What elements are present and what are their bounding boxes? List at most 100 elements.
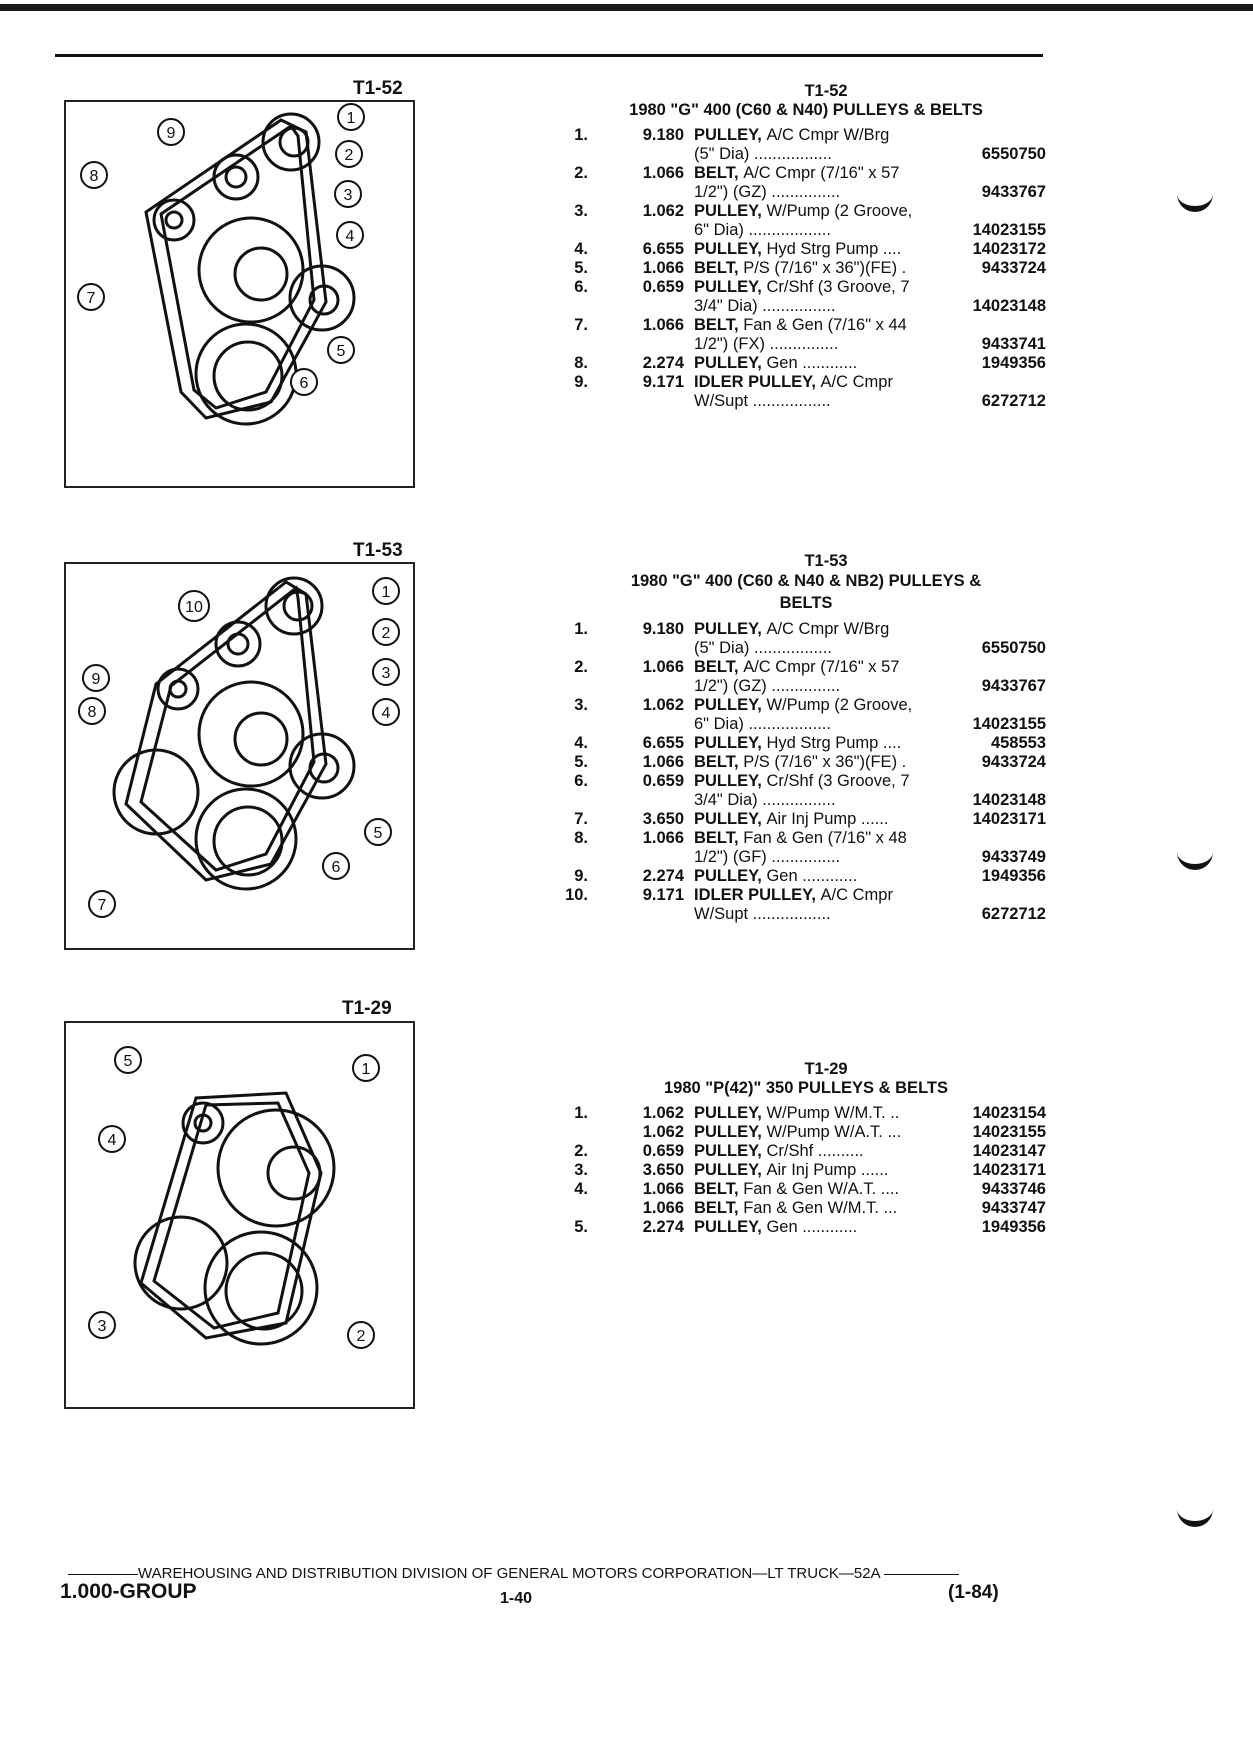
part-row: W/Supt .................6272712: [558, 905, 1046, 924]
item-quantity: 1.066: [642, 1180, 684, 1198]
item-description: BELT, Fan & Gen W/A.T. ....: [694, 1180, 899, 1199]
item-number: 1.: [574, 1104, 588, 1122]
item-quantity: 1.066: [642, 753, 684, 771]
item-description: 6" Dia) ..................: [694, 715, 831, 734]
callout-6: 6: [300, 375, 309, 392]
item-detail: Gen ............: [766, 354, 858, 372]
item-number: 1.: [574, 620, 588, 638]
part-row: 6" Dia) ..................14023155: [558, 715, 1046, 734]
part-number: 9433767: [981, 183, 1046, 201]
item-name: PULLEY,: [694, 354, 762, 372]
item-description: PULLEY, Gen ............: [694, 867, 857, 886]
callout-4: 4: [108, 1132, 117, 1149]
item-number: 2.: [574, 1142, 588, 1160]
item-name: PULLEY,: [694, 696, 762, 714]
item-detail: Fan & Gen (7/16" x 44: [743, 316, 907, 334]
section-title: 1980 "P(42)" 350 PULLEYS & BELTS: [663, 1079, 949, 1097]
part-number: 14023148: [972, 297, 1046, 315]
figure-label-t1-53: T1-53: [353, 540, 403, 561]
item-name: BELT,: [694, 753, 739, 771]
item-description: BELT, A/C Cmpr (7/16" x 57: [694, 164, 899, 183]
item-name: PULLEY,: [694, 734, 762, 752]
item-detail: Air Inj Pump ......: [766, 810, 889, 828]
binder-clip-mark: [1177, 848, 1213, 870]
revision-date: (1-84): [948, 1582, 999, 1603]
item-detail: Cr/Shf ..........: [766, 1142, 864, 1160]
item-description: PULLEY, W/Pump (2 Groove,: [694, 202, 912, 221]
item-description: BELT, Fan & Gen (7/16" x 44: [694, 316, 907, 335]
item-name: PULLEY,: [694, 867, 762, 885]
item-detail: 1/2") (GZ) ...............: [694, 677, 841, 695]
item-description: PULLEY, A/C Cmpr W/Brg: [694, 126, 889, 145]
item-number: 7.: [574, 810, 588, 828]
item-detail: W/Supt .................: [694, 392, 831, 410]
section-title: 1980 "G" 400 (C60 & N40) PULLEYS & BELTS: [629, 101, 983, 119]
item-quantity: 3.650: [642, 1161, 684, 1179]
item-number: 7.: [574, 316, 588, 334]
item-name: BELT,: [694, 164, 739, 182]
callout-9: 9: [92, 671, 101, 688]
item-quantity: 9.180: [642, 620, 684, 638]
parts-section-t1-53: T1-53 1980 "G" 400 (C60 & N40 & NB2) PUL…: [565, 552, 1046, 932]
item-name: PULLEY,: [694, 772, 762, 790]
item-quantity: 0.659: [642, 278, 684, 296]
item-detail: P/S (7/16" x 36")(FE) .: [743, 753, 907, 771]
callout-4: 4: [382, 705, 391, 722]
item-name: IDLER PULLEY,: [694, 373, 816, 391]
item-description: PULLEY, Air Inj Pump ......: [694, 1161, 888, 1180]
part-number: 6272712: [981, 905, 1046, 923]
item-name: PULLEY,: [694, 810, 762, 828]
item-name: PULLEY,: [694, 1142, 762, 1160]
item-description: BELT, Fan & Gen (7/16" x 48: [694, 829, 907, 848]
item-description: PULLEY, Cr/Shf (3 Groove, 7: [694, 772, 910, 791]
part-number: 6550750: [981, 145, 1046, 163]
binder-clip-mark: [1177, 1505, 1213, 1527]
part-number: 9433767: [981, 677, 1046, 695]
item-name: IDLER PULLEY,: [694, 886, 816, 904]
part-row: (5" Dia) .................6550750: [558, 639, 1046, 658]
item-detail: Hyd Strg Pump ....: [766, 240, 902, 258]
callout-3: 3: [344, 187, 353, 204]
figure-t1-53-diagram: 1 2 3 4 5 6 7 8 9 10: [64, 562, 415, 950]
item-quantity: 1.066: [642, 1199, 684, 1217]
item-number: 9.: [574, 867, 588, 885]
parts-section-t1-52: T1-52 1980 "G" 400 (C60 & N40) PULLEYS &…: [566, 82, 1046, 422]
part-number: 9433724: [981, 753, 1046, 771]
group-number: 1.000-GROUP: [60, 1580, 197, 1603]
callout-9: 9: [167, 125, 176, 142]
part-row: 1/2") (GZ) ............... 9433767: [558, 183, 1046, 202]
item-quantity: 0.659: [642, 772, 684, 790]
item-quantity: 2.274: [642, 867, 684, 885]
callout-3: 3: [382, 665, 391, 682]
part-row: 5. 1.066 BELT, P/S (7/16" x 36")(FE) . 9433…: [558, 753, 1046, 772]
item-detail: Fan & Gen (7/16" x 48: [743, 829, 907, 847]
figure-t1-29-diagram: 1 2 3 4 5: [64, 1021, 415, 1409]
section-code: T1-53: [804, 552, 848, 570]
item-quantity: 2.274: [642, 1218, 684, 1236]
part-number: 9433741: [981, 335, 1046, 353]
item-number: 5.: [574, 753, 588, 771]
callout-1: 1: [347, 110, 356, 127]
item-detail: P/S (7/16" x 36")(FE) .: [743, 259, 907, 277]
part-row: 1/2") (GZ) ............... 9433767: [558, 677, 1046, 696]
callout-5: 5: [124, 1053, 133, 1070]
part-number: 14023148: [972, 791, 1046, 809]
part-number: 9433749: [981, 848, 1046, 866]
callout-5: 5: [374, 825, 383, 842]
callout-2: 2: [382, 625, 391, 642]
item-description: PULLEY, Gen ............: [694, 354, 857, 373]
item-detail: 1/2") (GZ) ...............: [694, 183, 841, 201]
